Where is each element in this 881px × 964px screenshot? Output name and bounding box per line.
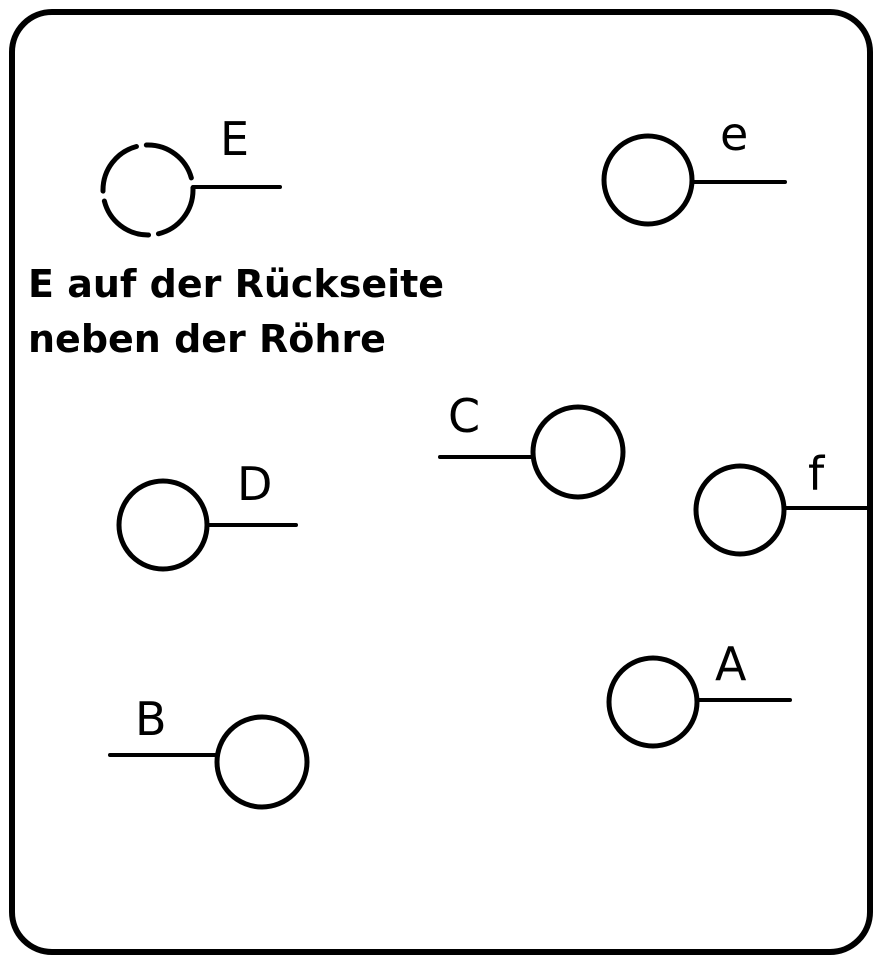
terminal-e-circle [601,133,695,227]
terminal-B-circle [214,714,310,810]
terminal-f-circle [693,463,787,557]
terminal-A-circle [606,655,700,749]
note-line-1: E auf der Rückseite [28,262,444,306]
note-line-2: neben der Röhre [28,317,386,361]
board-outline [9,9,873,955]
terminal-A-label: A [715,637,747,691]
terminal-D: D [116,457,298,572]
terminal-E-label: E [220,112,249,166]
terminal-f-label: f [808,447,826,501]
terminal-C: C [438,389,626,500]
terminal-f: f [693,447,870,557]
terminal-D-circle [116,478,210,572]
terminal-B-label: B [135,692,167,746]
terminal-C-circle [530,404,626,500]
terminal-D-label: D [237,457,272,511]
terminal-e: e [601,107,787,227]
terminal-E: E [100,112,282,238]
terminal-E-circle [100,142,196,238]
terminal-B: B [108,692,310,810]
terminal-C-label: C [448,389,480,443]
terminal-e-label: e [720,107,748,161]
terminal-A: A [606,637,792,749]
